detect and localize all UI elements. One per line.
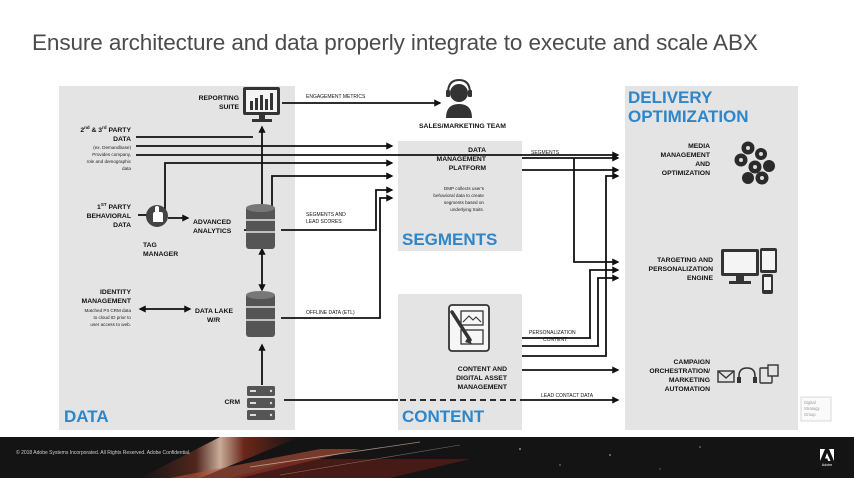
label-segments: SEGMENTS — [531, 150, 560, 156]
delivery-section-title-line1: DELIVERY — [628, 88, 713, 107]
campaign-label-3: MARKETING — [669, 377, 710, 384]
targeting-label-1: TARGETING AND — [657, 257, 713, 264]
content-asset-1: CONTENT AND — [458, 366, 507, 373]
data-section-title: DATA — [64, 407, 109, 426]
reporting-suite-label-1: REPORTING — [199, 95, 239, 102]
media-label-2: MANAGEMENT — [661, 152, 711, 159]
identity-desc-1: Matched PII CRM data — [85, 308, 132, 313]
svg-text:Strategy: Strategy — [804, 406, 821, 411]
asset-document-icon — [448, 304, 490, 352]
delivery-section-title-line2: OPTIMIZATION — [628, 107, 749, 126]
content-asset-3: MANAGEMENT — [458, 384, 508, 391]
second-third-party-desc-1: (ex. Demandbase) — [93, 145, 131, 150]
content-asset-2: DIGITAL ASSET — [456, 375, 508, 382]
dmp-desc-2: behavioral data to create — [433, 193, 484, 198]
identity-management-title-2: MANAGEMENT — [82, 298, 132, 305]
arrow-segments-lead-scores — [281, 186, 394, 231]
arrow-offline-data — [281, 194, 394, 319]
label-segments-lead-scores-1: SEGMENTS AND — [306, 212, 346, 218]
second-third-party-desc-4: data — [122, 166, 131, 171]
segments-section-title: SEGMENTS — [402, 230, 497, 249]
campaign-channels-icon — [717, 364, 779, 384]
dmp-desc-1: DMP collects user's — [444, 186, 485, 191]
segments-panel — [398, 141, 522, 251]
advanced-analytics-2: ANALYTICS — [193, 228, 232, 235]
devices-icon — [721, 248, 777, 294]
label-offline-data: OFFLINE DATA (ETL) — [306, 310, 355, 316]
label-segments-lead-scores-2: LEAD SCORES — [306, 219, 342, 225]
footer-bar: © 2018 Adobe Systems Incorporated. All R… — [0, 437, 854, 478]
architecture-diagram: DATA SEGMENTS CONTENT DELIVERY OPTIMIZAT… — [59, 78, 832, 430]
arrow-dmp-to-targeting — [573, 158, 620, 266]
footer-copyright: © 2018 Adobe Systems Incorporated. All R… — [16, 450, 191, 456]
dmp-title-1: DATA — [468, 147, 486, 154]
social-media-icon — [734, 141, 775, 185]
monitor-bar-chart-icon — [243, 87, 280, 122]
first-party-line-2: BEHAVIORAL — [87, 213, 131, 220]
media-label-1: MEDIA — [688, 143, 710, 150]
targeting-label-2: PERSONALIZATION — [649, 266, 714, 273]
database-icon — [246, 291, 275, 337]
data-lake-2: W/R — [207, 317, 220, 324]
database-icon — [246, 204, 275, 249]
label-engagement-metrics: ENGAGEMENT METRICS — [306, 94, 366, 100]
svg-text:Adobe: Adobe — [822, 463, 832, 467]
data-lake-1: DATA LAKE — [195, 308, 233, 315]
dmp-desc-3: segments based on — [444, 200, 485, 205]
media-label-4: OPTIMIZATION — [662, 170, 710, 177]
slide-title: Ensure architecture and data properly in… — [32, 30, 758, 55]
arrow-content-to-media — [522, 172, 620, 357]
svg-text:Group: Group — [804, 412, 816, 417]
second-third-party-desc-2: Provides company, — [92, 152, 131, 157]
svg-text:Digital: Digital — [804, 400, 816, 405]
identity-desc-2: to cloud ID prior to — [93, 315, 131, 320]
adobe-logo-icon: Adobe — [820, 449, 834, 467]
advanced-analytics-1: ADVANCED — [193, 219, 231, 226]
dmp-title-3: PLATFORM — [449, 165, 487, 172]
campaign-label-2: ORCHESTRATION/ — [649, 368, 710, 375]
headset-person-icon — [446, 78, 472, 118]
footer-art — [140, 437, 701, 478]
targeting-label-3: ENGINE — [687, 275, 714, 282]
media-label-3: AND — [695, 161, 710, 168]
tag-manager-1: TAG — [143, 242, 157, 249]
sales-marketing-team-label: SALES/MARKETING TEAM — [419, 123, 506, 130]
second-third-party-title-2: DATA — [113, 136, 131, 143]
reporting-suite-label-2: SUITE — [219, 104, 239, 111]
arrow-content-to-targeting-1 — [522, 266, 620, 339]
content-section-title: CONTENT — [402, 407, 485, 426]
dmp-desc-4: underlying traits. — [450, 207, 484, 212]
first-party-line-1: 1ST PARTY — [97, 202, 131, 211]
identity-management-title-1: IDENTITY — [100, 289, 131, 296]
crm-label: CRM — [225, 399, 241, 406]
digital-strategy-group-watermark: Digital Strategy Group — [800, 396, 832, 422]
label-personalization-content-1: PERSONALIZATION — [529, 330, 576, 336]
second-third-party-desc-3: role and demographic — [87, 159, 132, 164]
label-personalization-content-2: CONTENT — [543, 337, 567, 343]
data-panel — [59, 86, 295, 430]
identity-desc-3: user access to web. — [90, 322, 131, 327]
tag-manager-2: MANAGER — [143, 251, 178, 258]
first-party-line-3: DATA — [113, 222, 131, 229]
campaign-label-4: AUTOMATION — [665, 386, 711, 393]
arrow-content-to-targeting-2 — [522, 274, 620, 347]
server-icon — [247, 386, 275, 420]
arrow-first-party-to-dmp — [164, 159, 394, 215]
tag-manager-hand-icon — [146, 205, 168, 227]
dmp-title-2: MANAGEMENT — [437, 156, 487, 163]
second-third-party-title: 2nd & 3rd PARTY — [80, 125, 131, 134]
label-lead-contact-data: LEAD CONTACT DATA — [541, 393, 594, 399]
campaign-label-1: CAMPAIGN — [674, 359, 711, 366]
